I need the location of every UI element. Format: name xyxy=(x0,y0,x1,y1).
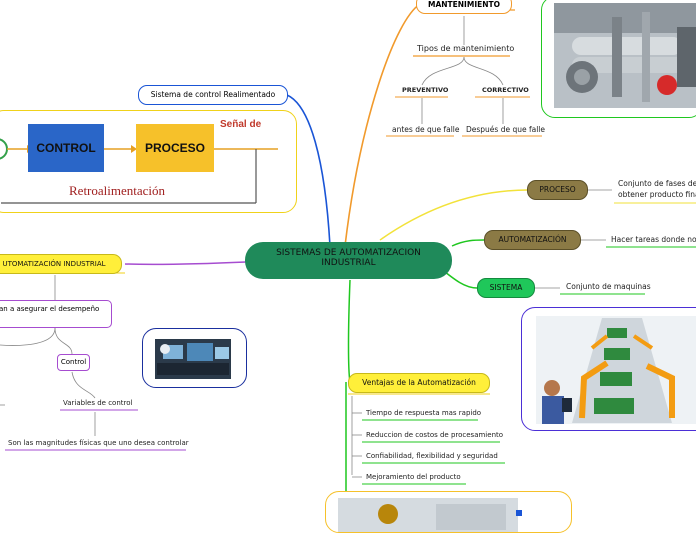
mantenimiento-node[interactable]: MANTENIMIENTO xyxy=(416,0,512,14)
desempeno-text: an a asegurar el desempeño xyxy=(0,305,100,313)
correctivo-label[interactable]: CORRECTIVO xyxy=(482,86,529,94)
control-realimentado-node[interactable]: Sistema de control Realimentado xyxy=(138,85,288,105)
central-topic-line1: SISTEMAS DE AUTOMATIZACION xyxy=(276,248,421,258)
desempeno-box[interactable]: an a asegurar el desempeño xyxy=(0,300,112,328)
retroalimentacion-label: Retroalimentación xyxy=(69,183,166,198)
control-node[interactable]: Control xyxy=(57,354,90,371)
robots-illustration xyxy=(536,316,696,424)
sistema-node[interactable]: SISTEMA xyxy=(477,278,535,298)
control-block: CONTROL xyxy=(28,124,104,172)
robotic-production-line-image xyxy=(521,307,696,431)
ventaja-item-3[interactable]: Confiabilidad, flexibilidad y seguridad xyxy=(366,452,498,460)
automatizacion-node[interactable]: AUTOMATIZACIÓN xyxy=(484,230,581,250)
ventaja-item-2[interactable]: Reduccion de costos de procesamiento xyxy=(366,431,504,439)
ventaja-item-4[interactable]: Mejoramiento del producto xyxy=(366,473,461,481)
senal-label: Señal de xyxy=(220,119,262,130)
ventaja-item-1[interactable]: Tiempo de respuesta mas rapido xyxy=(366,409,482,417)
machinery-illustration xyxy=(554,3,696,108)
central-topic-line2: INDUSTRIAL xyxy=(321,258,376,268)
tipos-mantenimiento-label[interactable]: Tipos de mantenimiento xyxy=(417,44,515,53)
despues-label[interactable]: Después de que falle xyxy=(466,125,546,134)
proceso-block: PROCESO xyxy=(136,124,214,172)
central-topic[interactable]: SISTEMAS DE AUTOMATIZACION INDUSTRIAL xyxy=(245,242,452,279)
control-room-illustration xyxy=(155,339,231,379)
preventivo-label[interactable]: PREVENTIVO xyxy=(402,86,449,94)
proceso-node[interactable]: PROCESO xyxy=(527,180,588,200)
proceso-desc-line1[interactable]: Conjunto de fases de la xyxy=(618,179,696,188)
variables-control-label[interactable]: Variables de control xyxy=(63,399,133,407)
feedback-diagram-frame: CONTROL PROCESO Señal de Retroalimentaci… xyxy=(0,110,297,213)
sistema-desc[interactable]: Conjunto de maquinas xyxy=(566,282,651,291)
automatizacion-desc[interactable]: Hacer tareas donde no in xyxy=(611,235,696,244)
proceso-desc-line2[interactable]: obtener producto final xyxy=(618,190,696,199)
control-room-image xyxy=(142,328,247,388)
ventajas-node[interactable]: Ventajas de la Automatización xyxy=(348,373,490,393)
factory-worker-image xyxy=(325,491,572,533)
feedback-diagram xyxy=(0,138,278,204)
magnitudes-label[interactable]: Son las magnitudes físicas que uno desea… xyxy=(8,439,189,447)
automatizacion-industrial-node[interactable]: UTOMATIZACIÓN INDUSTRIAL xyxy=(0,254,122,274)
antes-label[interactable]: antes de que falle xyxy=(392,125,460,134)
factory-illustration xyxy=(338,498,522,532)
industrial-machinery-image xyxy=(541,0,696,118)
